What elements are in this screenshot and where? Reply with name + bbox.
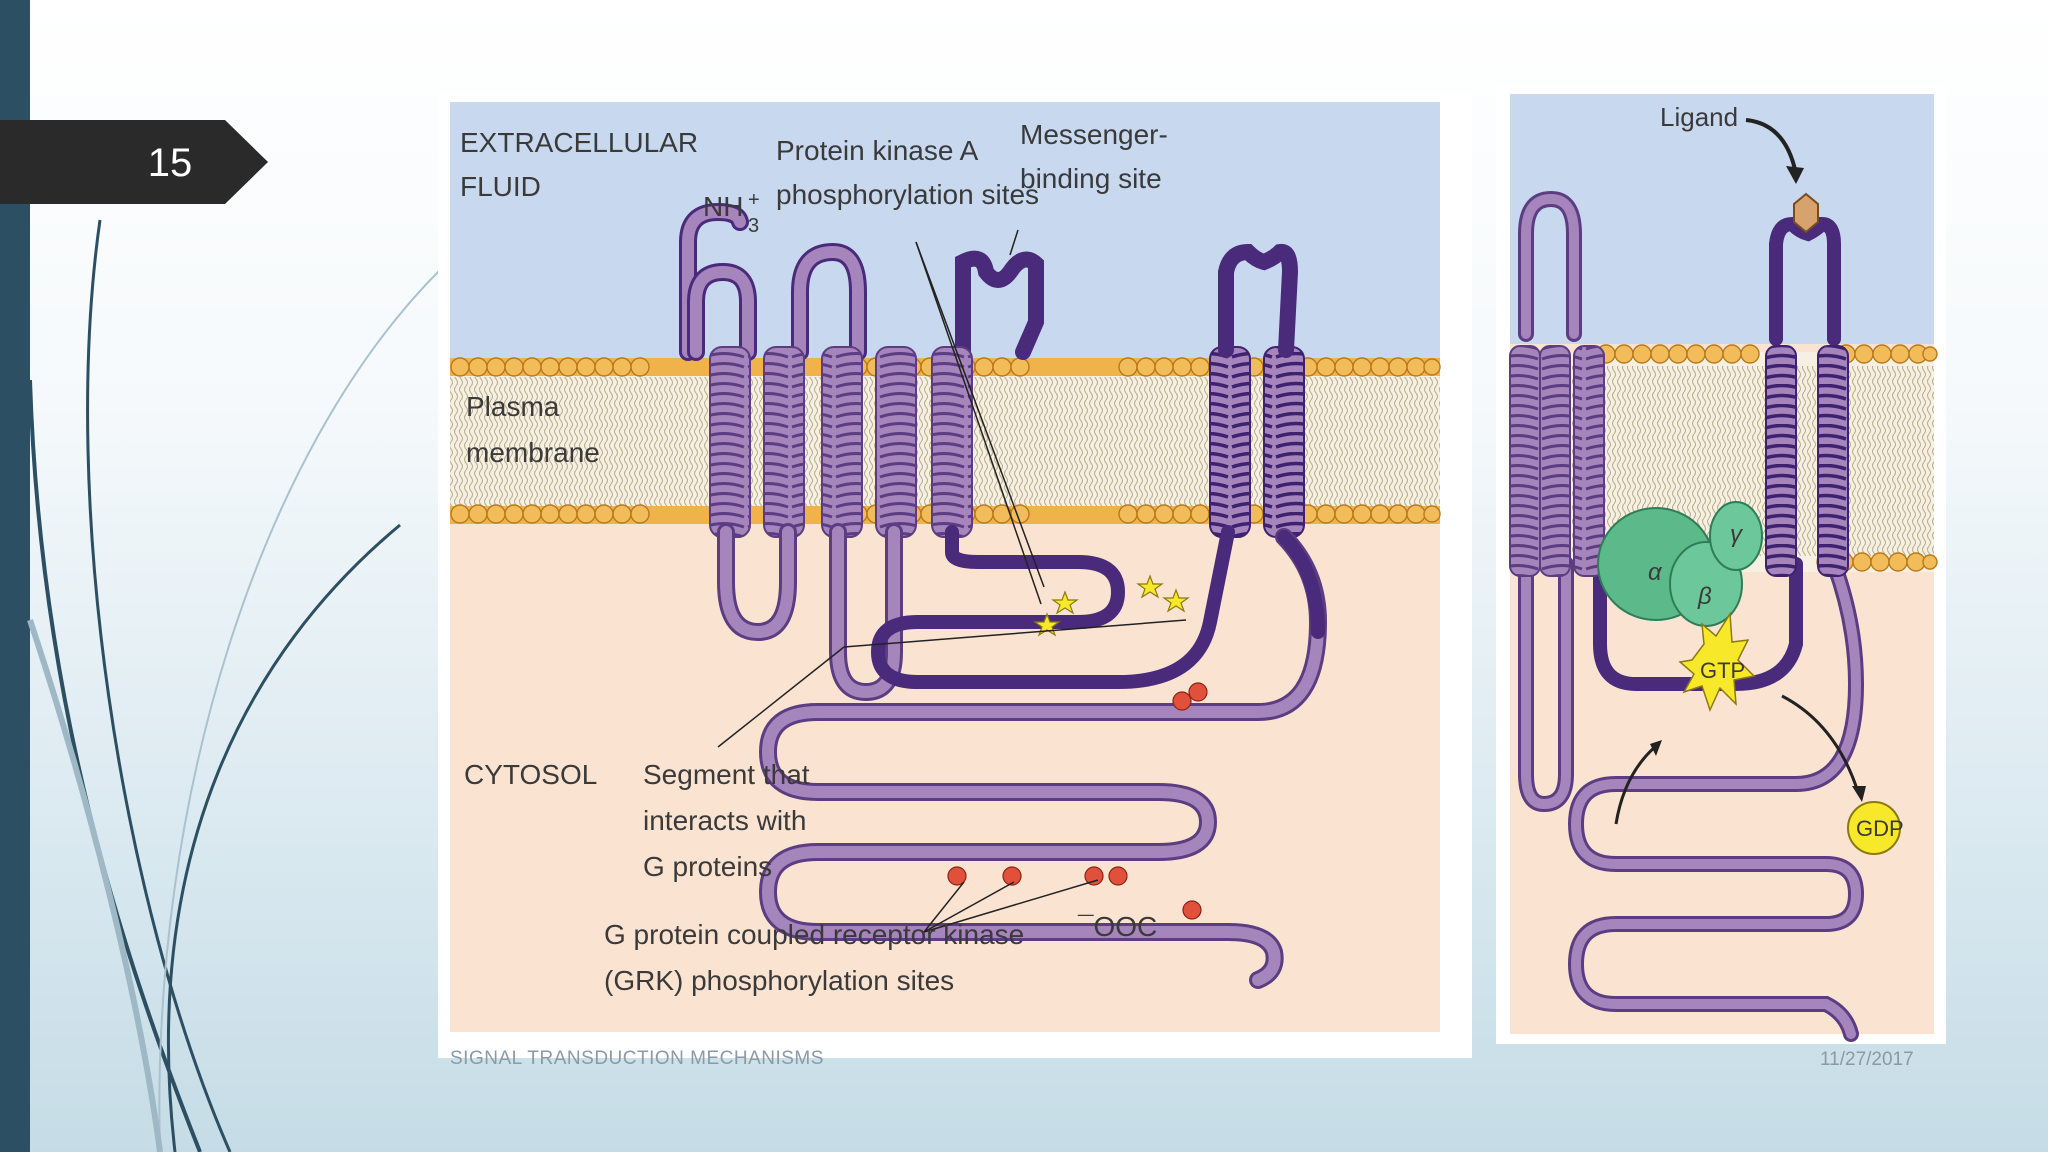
- label-membrane-line2: membrane: [466, 437, 600, 468]
- grk-site-5: [1084, 866, 1104, 886]
- label-gdp: GDP: [1856, 816, 1904, 841]
- label-messenger-line2: binding site: [1020, 163, 1162, 194]
- g-protein-activation-panel: Ligand α β γ GTP GDP: [1496, 84, 1946, 1044]
- label-membrane-line1: Plasma: [466, 391, 560, 422]
- grk-site-2: [1188, 682, 1208, 702]
- grk-site-7: [1182, 900, 1202, 920]
- label-cytosol: CYTOSOL: [464, 759, 597, 790]
- label-nh3-sup: +: [748, 189, 760, 211]
- ligand-shape: [1793, 192, 1819, 234]
- extracellular-loops: [679, 202, 1044, 361]
- label-segment-line2: interacts with: [643, 805, 806, 836]
- label-segment-line1: Segment that: [643, 759, 810, 790]
- gtp-arrow: [1614, 744, 1657, 825]
- label-messenger-line1: Messenger-: [1020, 119, 1168, 150]
- label-extracellular-line2: FLUID: [460, 171, 541, 202]
- label-grk-line1: G protein coupled receptor kinase: [604, 919, 1024, 950]
- leader-lines: [717, 229, 1187, 933]
- pka-star-3: [1136, 574, 1164, 599]
- label-gtp: GTP: [1700, 658, 1745, 683]
- gdp-arrow: [1781, 694, 1860, 793]
- label-beta: β: [1697, 583, 1712, 610]
- footer-title: SIGNAL TRANSDUCTION MECHANISMS: [450, 1048, 824, 1069]
- ligand-arrow: [1745, 118, 1798, 175]
- grk-sites: [947, 682, 1208, 920]
- label-alpha: α: [1648, 559, 1663, 586]
- grk-site-1: [1172, 691, 1192, 711]
- label-ligand: Ligand: [1660, 102, 1738, 132]
- gtp-star: [1678, 611, 1756, 713]
- receptor-diagram: EXTRACELLULAR FLUID NH 3 + Protein kinas…: [450, 102, 1441, 1032]
- label-extracellular-line1: EXTRACELLULAR: [460, 127, 698, 158]
- pka-star-4: [1162, 588, 1190, 613]
- slide-number-tab: [0, 120, 268, 204]
- gdp-circle: [1847, 801, 1901, 855]
- label-pka-line2: phosphorylation sites: [776, 179, 1039, 210]
- pka-star-2: [1051, 590, 1079, 615]
- label-nh3: NH: [703, 191, 743, 222]
- label-gamma: γ: [1730, 521, 1744, 548]
- label-pka-line1: Protein kinase A: [776, 135, 979, 166]
- side-lipid-heads: [1596, 344, 1938, 572]
- messenger-binding-loop: [1218, 243, 1299, 358]
- side-transmembrane-helices: [1509, 345, 1849, 577]
- grk-site-3: [947, 866, 967, 886]
- g-protein: [1597, 501, 1763, 627]
- label-cooh: ¯OOC: [1077, 911, 1157, 942]
- receptor-diagram-panel: EXTRACELLULAR FLUID NH 3 + Protein kinas…: [438, 92, 1472, 1058]
- slide-number: 15: [147, 141, 193, 185]
- footer-date: 11/27/2017: [1820, 1049, 1914, 1070]
- label-segment-line3: G proteins: [643, 851, 772, 882]
- side-receptor-loops: [1518, 190, 1865, 1042]
- grk-site-4: [1002, 866, 1022, 886]
- cytoplasmic-loops: [717, 523, 1328, 989]
- grk-site-6: [1108, 866, 1128, 886]
- label-nh3-sub: 3: [748, 215, 759, 237]
- label-grk-line2: (GRK) phosphorylation sites: [604, 965, 954, 996]
- g-protein-activation-diagram: Ligand α β γ GTP GDP: [1509, 94, 1938, 1042]
